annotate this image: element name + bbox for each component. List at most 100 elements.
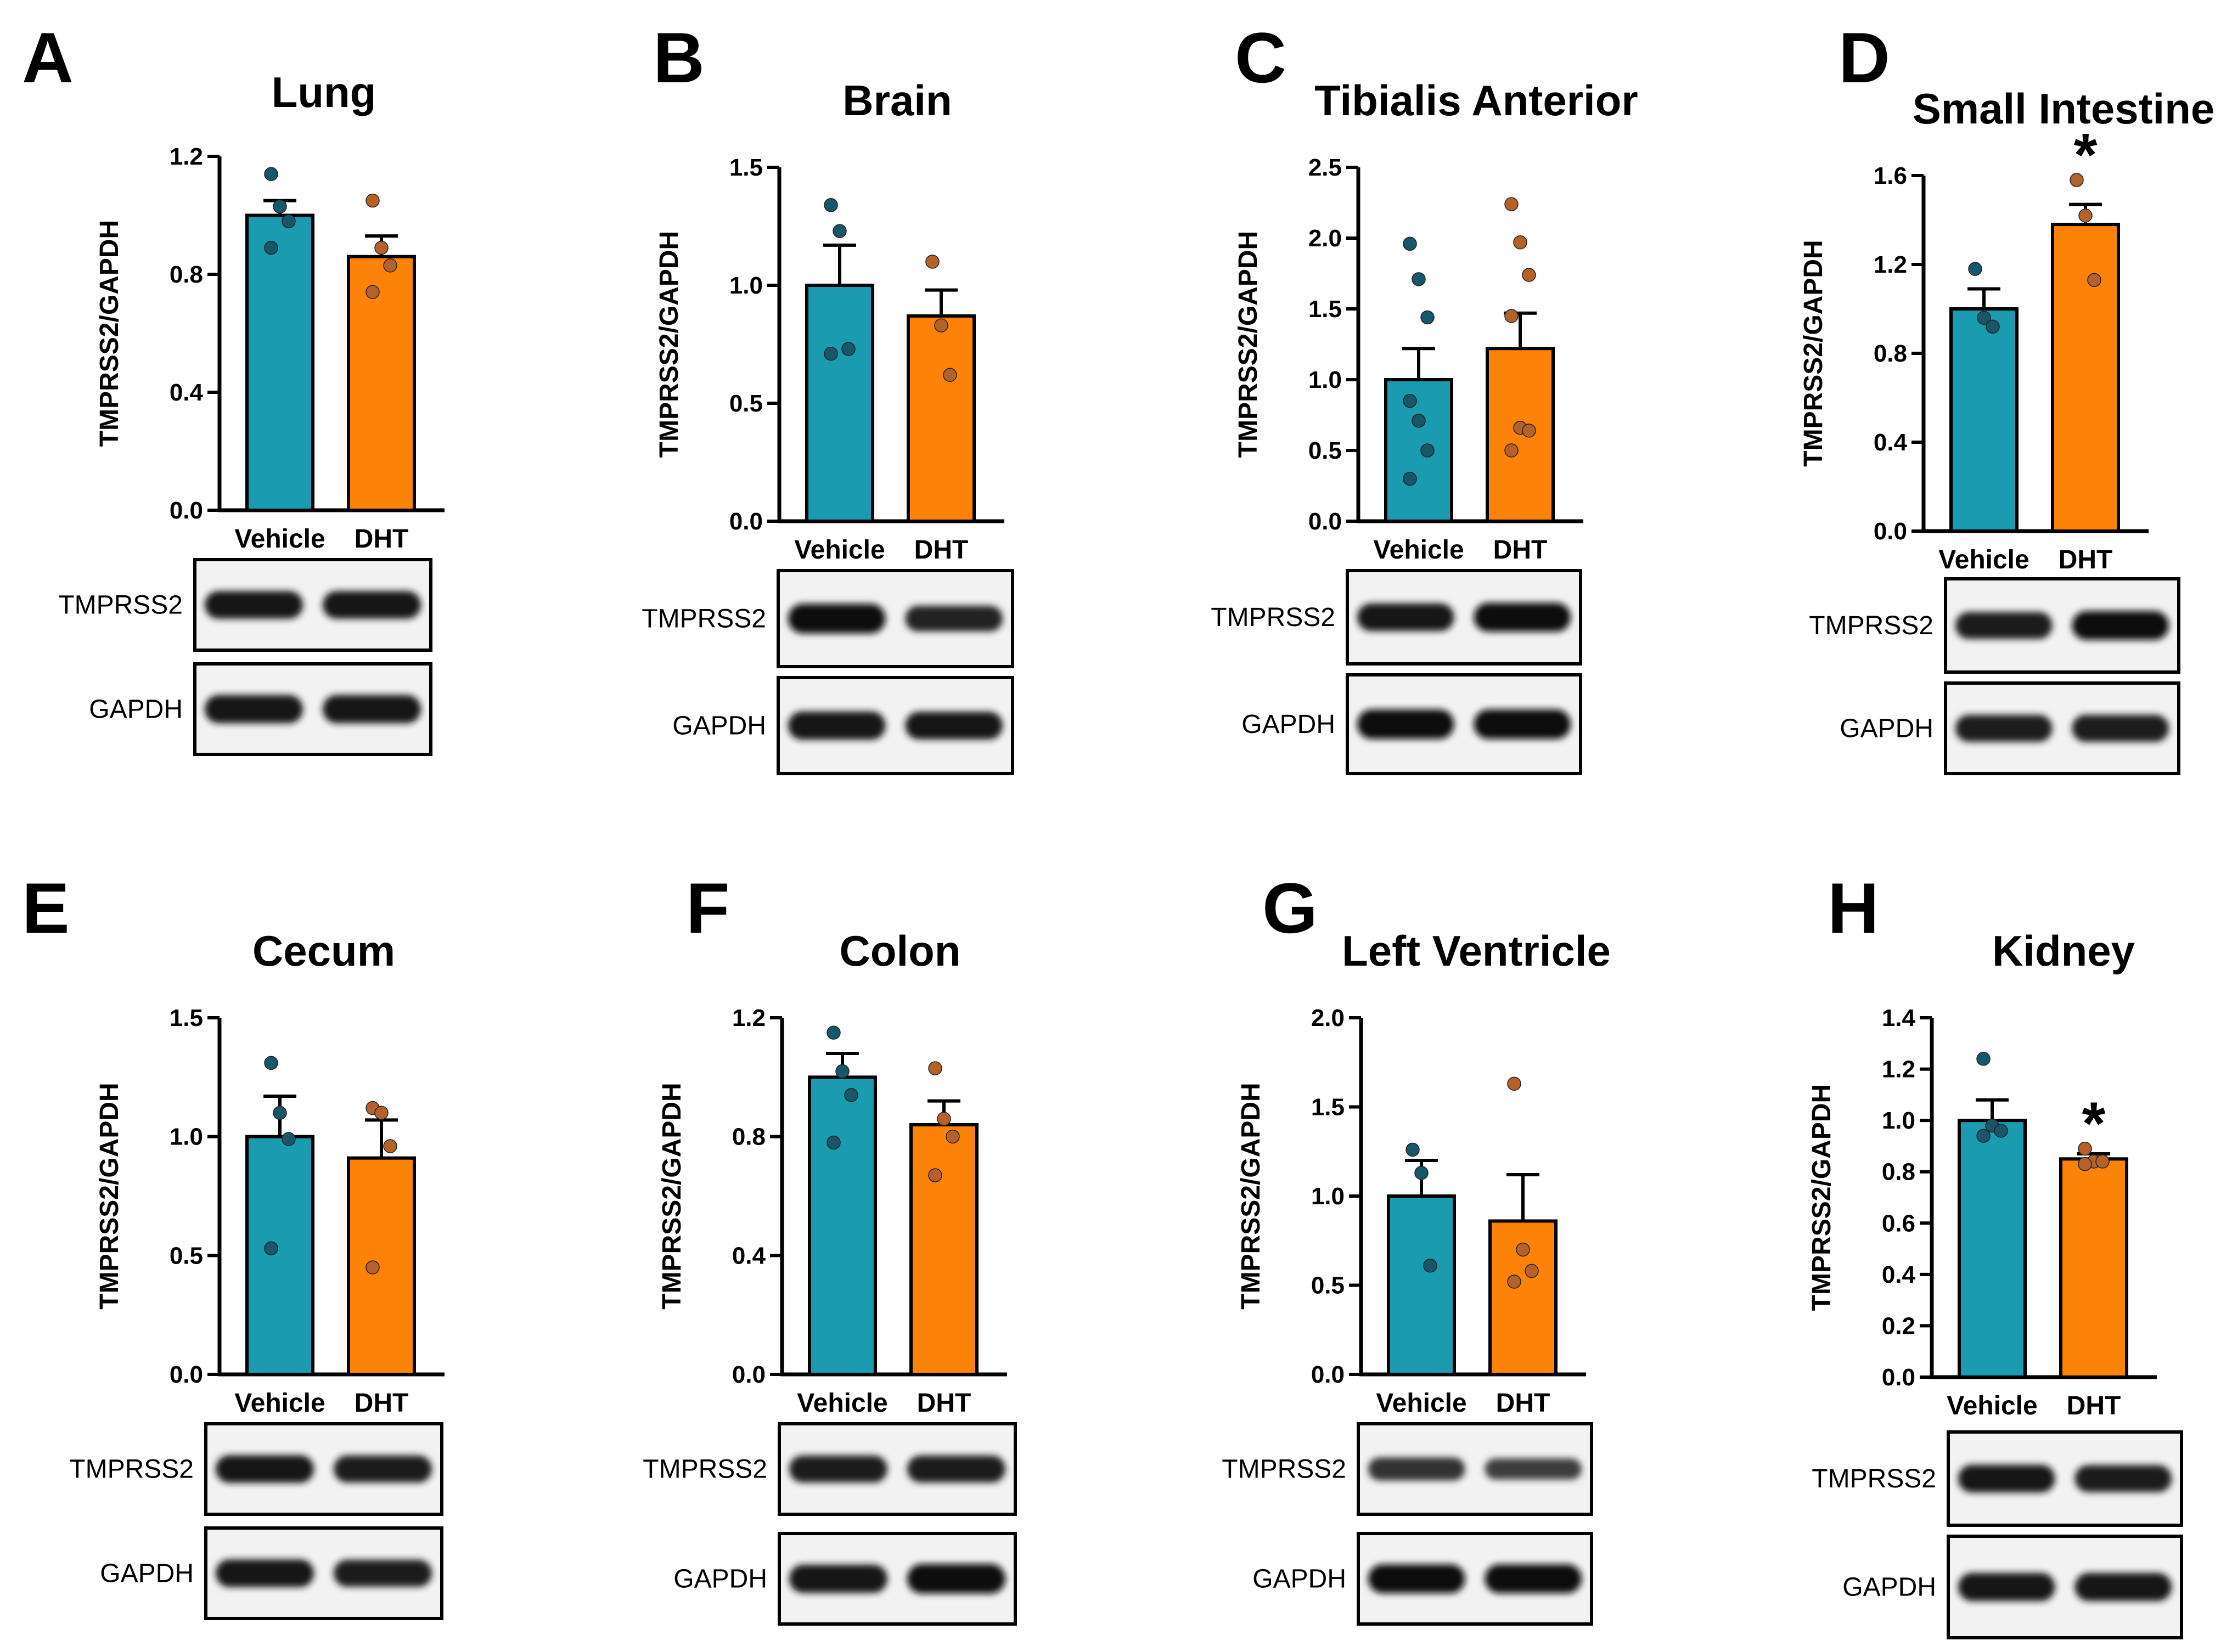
y-tick-label: 0.4 xyxy=(732,1242,766,1269)
bar-dht xyxy=(909,1123,979,1376)
category-label: Vehicle xyxy=(1938,545,2029,574)
data-point xyxy=(844,1088,858,1102)
blot-label: GAPDH xyxy=(672,712,766,741)
bar-vehicle xyxy=(1387,1194,1456,1376)
panel-title: Cecum xyxy=(252,927,395,975)
panel-letter: H xyxy=(1828,868,1879,948)
data-point xyxy=(1968,262,1982,276)
data-point xyxy=(1522,268,1536,282)
bar-dht xyxy=(2051,223,2120,533)
blot-band xyxy=(323,695,421,724)
blot-label: TMPRSS2 xyxy=(642,605,766,634)
data-point xyxy=(383,258,397,273)
data-point xyxy=(1513,235,1527,250)
y-tick-label: 2.5 xyxy=(1308,154,1342,181)
data-point xyxy=(264,1056,278,1070)
category-label: DHT xyxy=(2059,545,2113,574)
panel-letter: B xyxy=(653,18,705,98)
y-axis-label: TMPRSS2/GAPDH xyxy=(1236,1082,1266,1309)
data-point xyxy=(1405,1142,1420,1157)
y-tick-label: 0.5 xyxy=(729,390,763,417)
y-tick-label: 0.5 xyxy=(1311,1272,1345,1299)
category-label: DHT xyxy=(2067,1391,2121,1420)
data-point xyxy=(2095,1154,2110,1169)
data-point xyxy=(1412,272,1426,286)
data-point xyxy=(833,224,847,238)
panel-h: HKidney0.00.20.40.60.81.01.21.4TMPRSS2/G… xyxy=(1807,868,2183,1639)
blot-tmprss2: TMPRSS2 xyxy=(643,1422,1017,1516)
panel-title: Brain xyxy=(842,76,952,125)
data-point xyxy=(1994,1124,2008,1138)
bar-dht xyxy=(347,1156,416,1377)
y-tick-label: 0.5 xyxy=(170,1242,203,1269)
panel-letter: F xyxy=(686,868,729,948)
panel-letter: C xyxy=(1235,18,1286,98)
y-tick-label: 1.5 xyxy=(170,1005,203,1031)
blot-band xyxy=(788,604,886,634)
bar-vehicle xyxy=(1384,378,1453,523)
data-point xyxy=(1977,311,1991,325)
bar-dht xyxy=(907,314,976,523)
data-point xyxy=(1516,1242,1530,1257)
category-label: DHT xyxy=(914,535,969,565)
data-point xyxy=(366,193,380,208)
blot-band xyxy=(2074,1572,2172,1602)
y-tick-label: 0.0 xyxy=(729,508,763,535)
data-point xyxy=(366,1260,380,1275)
data-point xyxy=(835,1064,850,1079)
data-point xyxy=(1403,393,1417,408)
blot-label: GAPDH xyxy=(1840,714,1933,743)
y-tick-label: 1.2 xyxy=(170,143,203,170)
data-point xyxy=(937,1112,951,1126)
blot-band xyxy=(1357,603,1454,632)
data-point xyxy=(2070,173,2084,187)
data-point xyxy=(946,1129,960,1144)
significance-marker: * xyxy=(2082,1090,2106,1158)
category-label: Vehicle xyxy=(1947,1391,2037,1420)
blot-band xyxy=(1955,612,2053,639)
y-tick-label: 0.8 xyxy=(1874,340,1907,367)
blot-band xyxy=(1474,602,1571,632)
data-point xyxy=(1423,1259,1437,1273)
blot-band xyxy=(905,712,1003,740)
blot-tmprss2: TMPRSS2 xyxy=(58,558,432,652)
blot-band xyxy=(789,1455,887,1483)
data-point xyxy=(1522,424,1536,438)
data-point xyxy=(827,1025,841,1040)
y-tick-label: 1.0 xyxy=(1311,1183,1345,1210)
data-point xyxy=(841,342,856,356)
data-point xyxy=(282,214,296,228)
y-tick-label: 1.0 xyxy=(729,272,763,299)
y-tick-label: 1.5 xyxy=(1308,296,1342,323)
panel-title: Colon xyxy=(840,927,961,975)
y-tick-label: 0.0 xyxy=(170,497,203,524)
panel-title: Tibialis Anterior xyxy=(1314,76,1638,125)
data-point xyxy=(374,1106,389,1120)
y-tick-label: 1.2 xyxy=(732,1005,766,1031)
y-axis-label: TMPRSS2/GAPDH xyxy=(657,1082,687,1309)
panel-letter: E xyxy=(22,868,70,948)
category-label: DHT xyxy=(355,1389,409,1418)
blot-gapdh: GAPDH xyxy=(1842,1535,2183,1639)
data-point xyxy=(264,1241,278,1256)
bar-vehicle xyxy=(1949,307,2019,533)
blot-tmprss2: TMPRSS2 xyxy=(1809,577,2180,674)
blot-tmprss2: TMPRSS2 xyxy=(1222,1422,1593,1516)
blot-band xyxy=(334,1455,432,1483)
y-axis-label: TMPRSS2/GAPDH xyxy=(95,220,124,447)
data-point xyxy=(824,346,838,361)
blot-label: TMPRSS2 xyxy=(1812,1464,1936,1493)
data-point xyxy=(264,167,278,181)
panel-title: Kidney xyxy=(1992,927,2135,975)
panel-letter: A xyxy=(22,18,74,98)
data-point xyxy=(1420,310,1435,325)
significance-marker: * xyxy=(2074,121,2098,189)
blot-label: GAPDH xyxy=(1252,1565,1346,1594)
blot-label: GAPDH xyxy=(673,1565,767,1594)
y-tick-label: 0.8 xyxy=(732,1124,766,1151)
data-point xyxy=(2078,1157,2092,1171)
